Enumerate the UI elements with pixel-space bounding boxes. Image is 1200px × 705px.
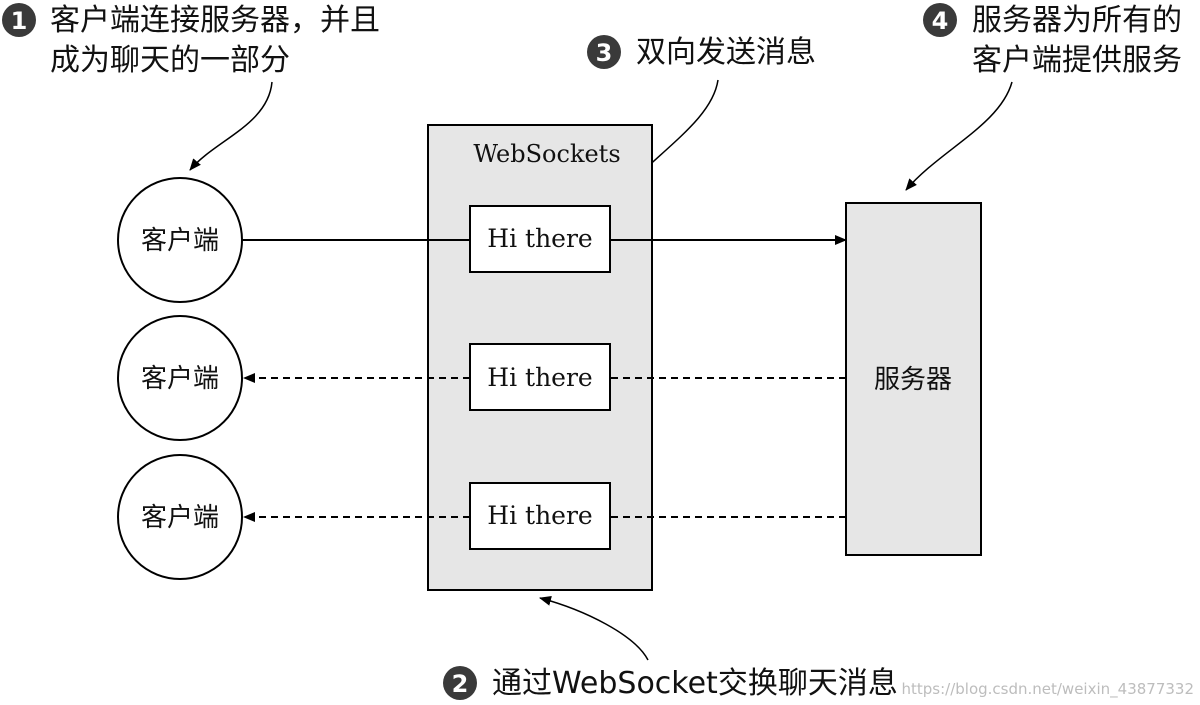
badge-4-number: 4 <box>932 7 949 35</box>
message-box-2 <box>469 343 611 411</box>
annotation-2-text: 通过WebSocket交换聊天消息 <box>492 666 898 701</box>
badge-2-icon <box>443 666 477 700</box>
badge-3-icon <box>587 35 621 69</box>
annotation-4-line2: 客户端提供服务 <box>972 43 1182 78</box>
client-label-2: 客户端 <box>141 364 219 394</box>
annotation-3-text: 双向发送消息 <box>636 35 816 70</box>
client-node-3 <box>117 454 243 580</box>
callout-1-arrow <box>189 81 273 171</box>
watermark-text: https://blog.csdn.net/weixin_43877332 <box>901 680 1194 699</box>
message-text-1: Hi there <box>487 224 592 253</box>
server-box <box>845 202 982 556</box>
client-label-1: 客户端 <box>141 226 219 256</box>
callout-2-arrow <box>539 596 649 661</box>
badge-4-icon <box>923 3 957 37</box>
client-node-1 <box>117 177 243 303</box>
annotation-1-line1: 客户端连接服务器，并且 <box>50 3 380 38</box>
websockets-title: WebSockets <box>473 140 620 168</box>
client-label-3: 客户端 <box>141 503 219 533</box>
message-text-2: Hi there <box>487 363 592 392</box>
badge-2-number: 2 <box>452 670 469 698</box>
annotation-1: 1 客户端连接服务器，并且 成为聊天的一部分 <box>2 3 380 78</box>
badge-1-icon <box>2 3 36 37</box>
annotation-4-line1: 服务器为所有的 <box>972 3 1182 38</box>
message-box-1 <box>469 205 611 273</box>
annotation-3: 3 双向发送消息 <box>587 35 816 70</box>
server-label: 服务器 <box>874 365 952 395</box>
annotation-2: 2 通过WebSocket交换聊天消息 <box>443 666 898 701</box>
annotation-1-line2: 成为聊天的一部分 <box>50 43 290 78</box>
message-box-3 <box>469 482 611 550</box>
annotation-4: 4 服务器为所有的 客户端提供服务 <box>923 3 1182 78</box>
badge-1-number: 1 <box>11 7 28 35</box>
callout-4-arrow <box>905 81 1013 191</box>
badge-3-number: 3 <box>596 39 613 67</box>
client-node-2 <box>117 315 243 441</box>
message-text-3: Hi there <box>487 501 592 530</box>
